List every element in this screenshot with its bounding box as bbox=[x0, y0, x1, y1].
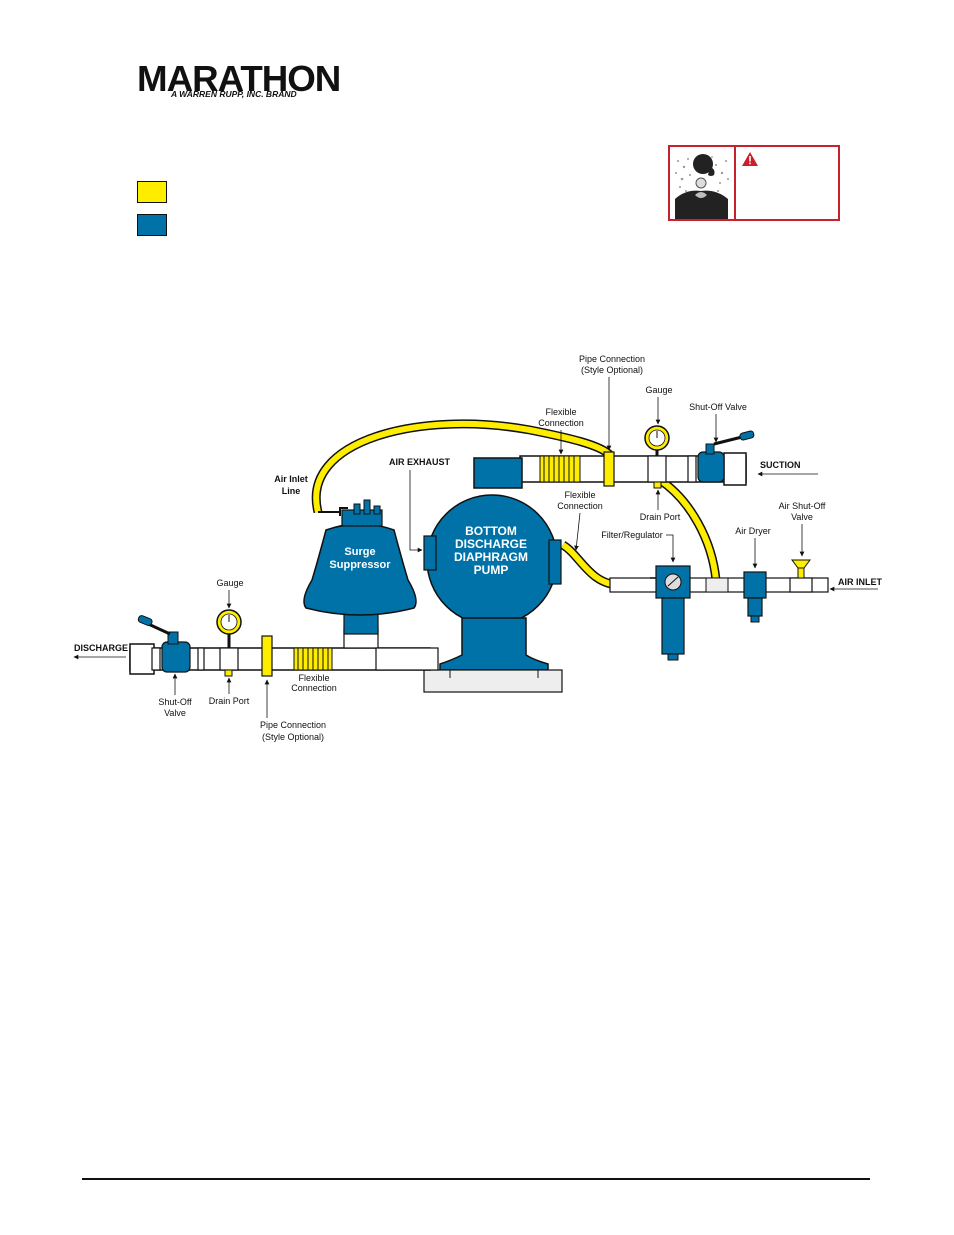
drain-port-bottom-label: Drain Port bbox=[209, 696, 250, 706]
pipe-connection-bottom bbox=[261, 635, 273, 677]
surge-label-2: Suppressor bbox=[329, 559, 391, 571]
pipe-connection-top bbox=[603, 451, 615, 487]
suction-label: SUCTION bbox=[760, 460, 801, 470]
pump-label-4: PUMP bbox=[474, 563, 509, 577]
air-dryer-icon bbox=[743, 571, 767, 623]
pump-label-2: DISCHARGE bbox=[455, 537, 527, 551]
air-shutoff-valve-label-2: Valve bbox=[791, 512, 813, 522]
footer-divider bbox=[82, 1178, 870, 1180]
gauge-top-label: Gauge bbox=[645, 385, 672, 395]
air-shutoff-valve-label-1: Air Shut-Off bbox=[779, 501, 826, 511]
warning-box bbox=[668, 145, 840, 221]
pump-label-3: DIAPHRAGM bbox=[454, 550, 528, 564]
labels: Pipe Connection (Style Optional) Flexibl… bbox=[73, 354, 883, 742]
gauge-top-icon bbox=[644, 425, 670, 456]
discharge-label: DISCHARGE bbox=[74, 643, 128, 653]
filter-regulator-icon bbox=[650, 565, 691, 661]
air-inlet-hose bbox=[313, 420, 613, 513]
flexible-connection-mid-label-2: Connection bbox=[557, 501, 603, 511]
pipe-connection-bottom-label-1: Pipe Connection bbox=[260, 720, 326, 730]
air-dryer-label: Air Dryer bbox=[735, 526, 771, 536]
marathon-logo: MARATHON A WARREN RUPP, INC. BRAND bbox=[137, 58, 349, 104]
diaphragm-pump: BOTTOM DISCHARGE DIAPHRAGM PUMP bbox=[423, 457, 563, 693]
flexible-connection-top bbox=[539, 455, 581, 483]
pump-base bbox=[423, 669, 563, 693]
gauge-bottom-icon bbox=[216, 609, 242, 648]
air-inlet-label: AIR INLET bbox=[838, 577, 883, 587]
shutoff-valve-top-icon bbox=[687, 430, 755, 483]
surge-label-1: Surge bbox=[344, 546, 375, 558]
flexible-connection-top-label-2: Connection bbox=[538, 418, 584, 428]
surge-suppressor: Surge Suppressor bbox=[303, 499, 417, 635]
shutoff-valve-top-label: Shut-Off Valve bbox=[689, 402, 747, 412]
shutoff-valve-bottom-icon bbox=[137, 615, 191, 673]
air-inlet-line-label-1: Air Inlet bbox=[274, 474, 308, 484]
fume-hazard-icon bbox=[670, 147, 736, 219]
legend-yellow-swatch bbox=[137, 181, 167, 203]
drain-port-top-label: Drain Port bbox=[640, 512, 681, 522]
flexible-connection-bottom-label-2: Connection bbox=[291, 683, 337, 693]
shutoff-valve-bottom-label-1: Shut-Off bbox=[158, 697, 192, 707]
warning-triangle-icon bbox=[742, 152, 758, 166]
pipe-connection-top-label-2: (Style Optional) bbox=[581, 365, 643, 375]
air-supply-hose bbox=[658, 477, 719, 581]
flexible-connection-mid-label-1: Flexible bbox=[564, 490, 595, 500]
brand-tagline: A WARREN RUPP, INC. BRAND bbox=[171, 89, 297, 99]
flexible-connection-bottom bbox=[293, 647, 333, 671]
flexible-connection-top-label-1: Flexible bbox=[545, 407, 576, 417]
pipe-connection-bottom-label-2: (Style Optional) bbox=[262, 732, 324, 742]
air-inlet-line-label-2: Line bbox=[282, 486, 301, 496]
pipe-connection-top-label-1: Pipe Connection bbox=[579, 354, 645, 364]
air-exhaust-label: AIR EXHAUST bbox=[389, 457, 451, 467]
flexible-connection-bottom-label-1: Flexible bbox=[298, 673, 329, 683]
brand-name: MARATHON bbox=[137, 58, 341, 99]
air-shutoff-valve-icon bbox=[789, 559, 813, 593]
shutoff-valve-bottom-label-2: Valve bbox=[164, 708, 186, 718]
filter-regulator-label: Filter/Regulator bbox=[601, 530, 663, 540]
legend-blue-swatch bbox=[137, 214, 167, 236]
pump-installation-diagram: BOTTOM DISCHARGE DIAPHRAGM PUMP Surge Su… bbox=[73, 354, 883, 742]
pump-label-1: BOTTOM bbox=[465, 524, 517, 538]
gauge-left-label: Gauge bbox=[216, 578, 243, 588]
